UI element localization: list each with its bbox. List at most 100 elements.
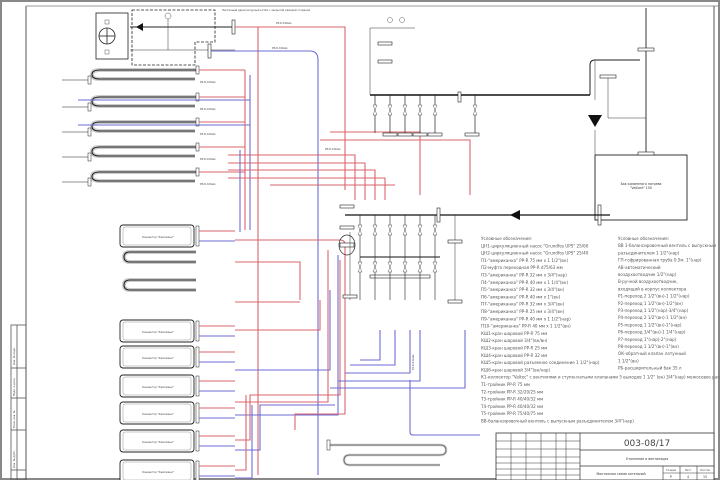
legend-item: ВВ 1-балансировочный вентиль с выпускным xyxy=(618,243,716,248)
legend-item: Т4-тройник PP-R 40/40/32 мм xyxy=(480,404,543,409)
boiler-unit: Настенный двухконтурный котёл с закрытой… xyxy=(95,8,310,66)
convector-label: Конвектор "Кампмани" xyxy=(142,330,174,334)
legend-item: Р7-переход 1"(нар)-2"(нар) xyxy=(618,337,677,342)
legend-item: ГП-гофрированная труба 0.5м. 1"(нар) xyxy=(618,258,702,263)
legend-item: Р2-переход 1 1/2"(вн)-1/2"(вн) xyxy=(618,301,683,306)
convector: Конвектор "Кампмани" xyxy=(119,345,235,369)
legend-item: 1 1/2"(вн) xyxy=(618,358,639,363)
legend-item: Р4-переход 2 1/2"(вн)-1 1/2"(вн) xyxy=(618,315,687,320)
legend-item: входящий в корпус коллектора xyxy=(618,286,687,291)
doc-number: 003-08/17 xyxy=(624,439,670,449)
loop-pipe-label: PP-R d20мм xyxy=(200,182,216,186)
sheets-value: 15 xyxy=(703,475,707,479)
stage-header: Стадия xyxy=(666,468,676,472)
ball-valve xyxy=(402,215,408,300)
legend-item: ЦН1-циркуляционный насос "Grundfos UPS" … xyxy=(481,243,589,248)
sheet-header: Лист xyxy=(685,468,692,472)
convector: Конвектор "Кампмани" xyxy=(119,429,235,453)
branch-pipes: PP-R d32мм PP-R d32мм xyxy=(228,131,480,479)
legend-item: Т5-тройник PP-R 75/40/75 мм xyxy=(480,411,543,416)
legend-item: РБ-расширительный бак 35 л xyxy=(618,366,682,371)
legend-item: П10-"американка" PP-R 40 мм x 1 1/2"(вн) xyxy=(481,324,571,329)
thermometer-icon xyxy=(399,17,405,23)
ball-valve xyxy=(417,215,423,300)
bottom-floor-loop xyxy=(326,439,448,467)
legend-item: П6-"американка" PP-R 40 мм x 1"(вн) xyxy=(481,294,561,299)
loop-pipe-label: PP-R d20мм xyxy=(200,107,216,111)
pump-icon xyxy=(588,115,602,127)
floor-loop-small xyxy=(121,278,196,292)
legend-item: КШ6-кран шаровой 3/4"(вн/нар) xyxy=(481,367,550,372)
floor-loop: PP-R d20мм xyxy=(62,167,245,187)
sheet-title: Монтажная схема котельной xyxy=(596,472,645,476)
legend-item: КШ5-кран шаровой разъемное соединение 1 … xyxy=(481,360,600,365)
legend-item: КШ1-кран шаровой PP-R 75 мм xyxy=(481,331,547,336)
legend-item: Т3-тройник PP-R 40/40/32 мм xyxy=(480,397,543,402)
legend-item: Р3-переход 1 1/2"(нар)-3/4"(нар) xyxy=(618,308,689,313)
convectors: Конвектор "Кампмани" Конвектор "Кампмани"… xyxy=(119,224,235,483)
ball-valve xyxy=(372,215,378,300)
supply-main-label: PP-R d40мм xyxy=(276,21,292,25)
stage-value: Р xyxy=(670,475,672,479)
ball-valve xyxy=(472,95,478,133)
legend-item: ВВ-балансировочный вентиль с выпускным р… xyxy=(481,419,634,424)
convector-label: Конвектор "Кампмани" xyxy=(142,385,174,389)
legend-item: КШ4-кран шаровой PP-R 32 мм xyxy=(481,353,547,358)
tank-label: Бак косвенного нагрева"Vaillant" 150 xyxy=(621,182,662,190)
legend-item: П5-"американка" PP-R 32 мм x 3/4"(вн) xyxy=(481,287,565,292)
convector-label: Конвектор "Кампмани" xyxy=(142,235,174,239)
section-title: Отопление и вентиляция xyxy=(626,457,669,461)
convector: Конвектор "Кампмани" xyxy=(119,319,235,343)
legend-item: ЦН2-циркуляционный насос "Grundfos UPS" … xyxy=(481,251,589,256)
convector: Конвектор "Кампмани" xyxy=(119,459,235,483)
legend-title: Условные обозначения: xyxy=(618,236,669,241)
floor-loop-small xyxy=(121,250,196,264)
legend-title: Условные обозначения: xyxy=(481,236,532,241)
expansion-tank-icon xyxy=(338,234,356,256)
riser-label: PP-R d32мм xyxy=(411,354,415,370)
boiler-caption: Настенный двухконтурный котёл с закрытой… xyxy=(222,8,310,12)
legend-item: П8-"американка" PP-R 25 мм x 3/4"(вн) xyxy=(481,309,565,314)
floor-loop: PP-R d20мм xyxy=(62,92,245,112)
ball-valve xyxy=(432,215,438,300)
loop-pipe-label: PP-R d20мм xyxy=(200,80,216,84)
convector: Конвектор "Кампмани" xyxy=(119,374,235,398)
legend-item: П4-"американка" PP-R 40 мм x 1 1/4"(вн) xyxy=(481,280,568,285)
legend-item: П1-"американка" PP-R 75 мм x 1 1/2"(вн) xyxy=(481,258,568,263)
legend-item: Р5-переход 1 1/2"(вн)-1"(нар) xyxy=(618,322,682,327)
legend-item: Р1-переход 2 1/2"(вн)-1 1/2"(нар) xyxy=(618,294,690,299)
branch-label-32: PP-R d32мм xyxy=(325,147,341,151)
legend-item: разъединителем 1 1/2"(нар) xyxy=(618,250,680,255)
ball-valve xyxy=(432,95,438,133)
legend-item: К1-коллектор "Valtec" с вентилями и ступ… xyxy=(481,375,720,380)
floor-loop: PP-R d20мм xyxy=(62,142,245,162)
loop-pipe-label: PP-R d20мм xyxy=(200,157,216,161)
gauge-icon xyxy=(387,17,393,23)
legend-item: Т1-тройник PP-R 75 мм xyxy=(480,382,530,387)
convector-label: Конвектор "Кампмани" xyxy=(142,356,174,360)
pump-icon xyxy=(510,210,520,220)
convector: Конвектор "Кампмани" xyxy=(119,224,235,248)
ball-valve xyxy=(402,95,408,133)
floor-loop: PP-R d20мм xyxy=(62,117,245,137)
convector-label: Конвектор "Кампмани" xyxy=(142,412,174,416)
return-main-label: PP-R d40мм xyxy=(272,46,288,50)
loop-pipe-label: PP-R d20мм xyxy=(200,132,216,136)
ball-valve xyxy=(372,95,378,133)
pump-icon xyxy=(136,23,143,31)
sheet-value: 4 xyxy=(687,475,689,479)
ball-valve xyxy=(417,95,423,133)
legend-item: КШ2-кран шаровой 3/4"(вн/вн) xyxy=(481,338,548,343)
legend-item: В-ручной воздухоотводчик, xyxy=(618,279,678,284)
boiler-room-manifold: Бак косвенного нагрева"Vaillant" 150 xyxy=(369,8,688,226)
ball-valve xyxy=(387,215,393,300)
legend-item: воздухоотводчик 1/2"(нар) xyxy=(618,272,677,277)
legend-item: П2-муфта переходная PP-R d75/63 мм xyxy=(481,265,563,270)
ball-valve xyxy=(357,215,363,300)
title-block: 003-08/17 Отопление и вентиляция Монтажн… xyxy=(495,432,715,481)
heating-collector xyxy=(338,204,610,304)
convector-label: Конвектор "Кампмани" xyxy=(142,470,174,474)
convector-label: Конвектор "Кампмани" xyxy=(142,440,174,444)
